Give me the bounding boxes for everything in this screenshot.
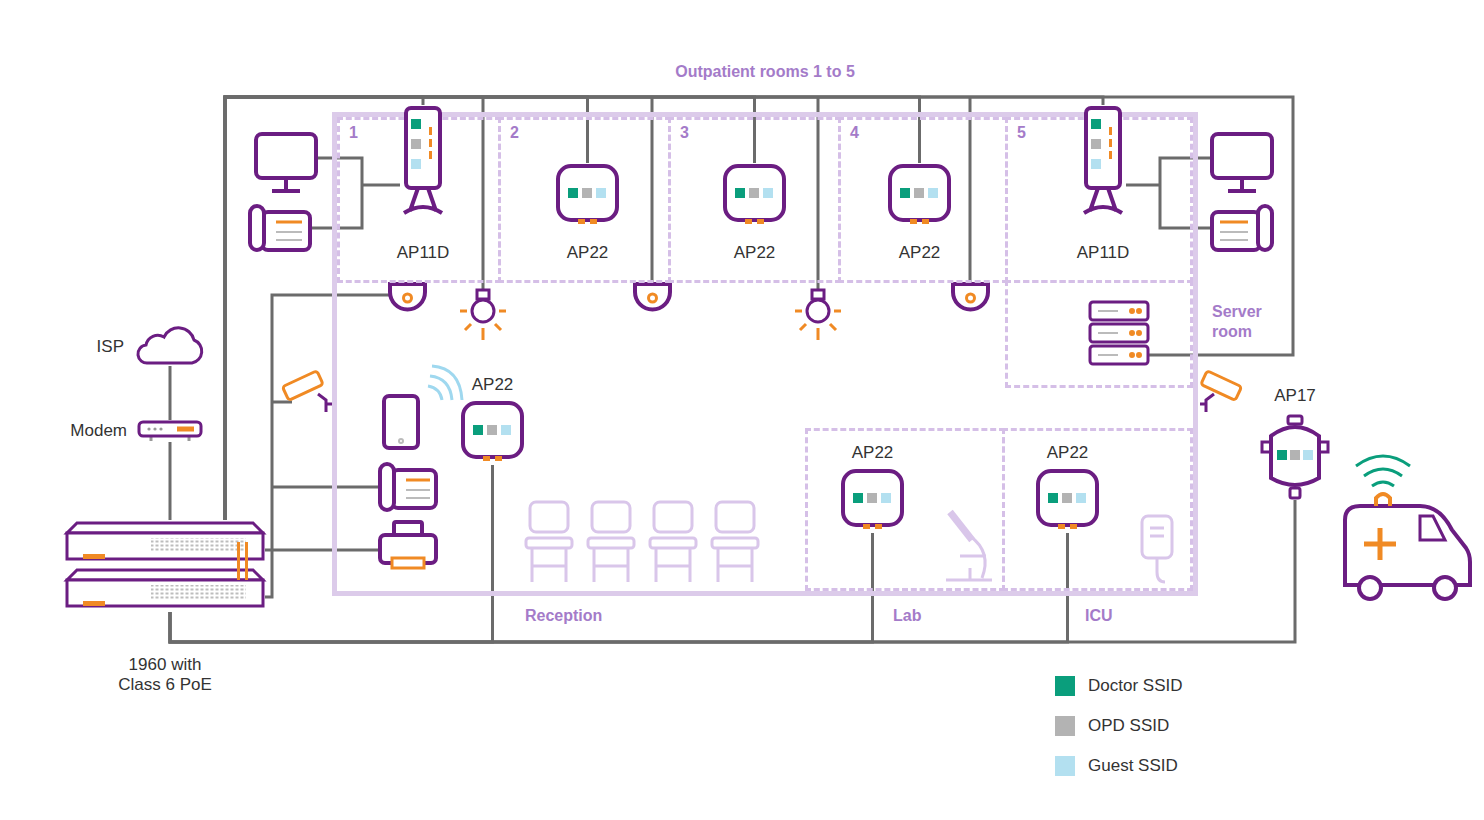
ap22-icon	[555, 163, 620, 228]
server-room: Server room	[1005, 280, 1193, 388]
outpatient-room: 3AP22	[668, 117, 841, 283]
access-point: AP11D	[1080, 105, 1126, 217]
wifi-waves	[428, 366, 462, 400]
legend-swatch	[1055, 716, 1075, 736]
network-cable	[225, 97, 920, 520]
floor-title: Outpatient rooms 1 to 5	[675, 62, 855, 82]
device-label: AP22	[1047, 443, 1089, 463]
access-point: AP11D	[400, 105, 446, 217]
device-label: AP11D	[1077, 243, 1130, 263]
cloud-icon	[134, 330, 206, 366]
access-point: AP22	[555, 163, 620, 228]
device-wires	[265, 97, 1212, 597]
reception-area: ReceptionAP22	[337, 283, 805, 591]
waiting-chairs	[526, 502, 758, 582]
lab-room: LabAP22	[805, 428, 1005, 591]
legend-label: Guest SSID	[1088, 755, 1178, 777]
access-point: AP22	[840, 468, 905, 533]
isp-cloud: ISP	[134, 330, 206, 366]
room-number: 5	[1017, 123, 1026, 143]
network-cable	[225, 97, 423, 520]
legend-label: OPD SSID	[1088, 715, 1169, 737]
ap22-icon	[1035, 468, 1100, 533]
device-label: AP22	[899, 243, 941, 263]
device-label: AP17	[1274, 386, 1316, 406]
network-cable	[170, 500, 1295, 642]
network-cable	[225, 97, 1293, 520]
device-label: AP22	[567, 243, 609, 263]
area-label: Reception	[525, 606, 602, 626]
network-cable	[170, 533, 1068, 642]
area-label: Server room	[1212, 302, 1284, 342]
legend-swatch	[1055, 676, 1075, 696]
outpatient-room: 4AP22	[838, 117, 1008, 283]
icu-room: ICUAP22	[1002, 428, 1193, 591]
outdoor-access-point: AP17	[1255, 412, 1335, 500]
building-floor: Outpatient rooms 1 to 51AP11D2AP223AP224…	[332, 112, 1198, 596]
ap17-icon	[1255, 412, 1335, 500]
network-cable	[169, 442, 172, 520]
ap11d-icon	[400, 105, 446, 217]
outpatient-room: 1AP11D	[337, 117, 501, 283]
network-cable	[225, 97, 1103, 520]
room-number: 4	[850, 123, 859, 143]
region-outline	[805, 428, 1005, 591]
access-point: AP22	[887, 163, 952, 228]
network-cable	[170, 533, 873, 642]
network-cable	[225, 97, 588, 520]
poe-switch: 1960 with Class 6 PoE	[65, 520, 265, 612]
network-cable	[225, 97, 755, 520]
room-number: 1	[349, 123, 358, 143]
ap11d-icon	[1080, 105, 1126, 217]
ap22-icon	[840, 468, 905, 533]
access-point: AP22	[1035, 468, 1100, 533]
equipment-icons	[250, 134, 1470, 599]
device-label: AP22	[852, 443, 894, 463]
modem: Modem	[137, 420, 203, 442]
access-point: AP22	[460, 400, 525, 465]
wifi-waves	[1356, 456, 1410, 486]
legend-label: Doctor SSID	[1088, 675, 1182, 697]
access-point: AP22	[722, 163, 787, 228]
device-label: AP22	[472, 375, 514, 395]
area-label: Lab	[893, 606, 921, 626]
device-label: AP22	[734, 243, 776, 263]
legend-swatch	[1055, 756, 1075, 776]
modem-icon	[137, 420, 203, 442]
area-label: ICU	[1085, 606, 1113, 626]
network-cable	[169, 366, 172, 420]
ap22-icon	[887, 163, 952, 228]
ap22-icon	[460, 400, 525, 465]
detail-lines	[276, 232, 1248, 498]
outpatient-room: 5AP11D	[1005, 117, 1193, 283]
accent-marks	[276, 222, 1396, 568]
device-label: AP11D	[397, 243, 450, 263]
room-number: 2	[510, 123, 519, 143]
switch-icon	[65, 520, 265, 612]
region-outline	[1005, 280, 1193, 388]
room-number: 3	[680, 123, 689, 143]
outpatient-room: 2AP22	[498, 117, 671, 283]
device-label: Modem	[70, 421, 127, 441]
device-label: ISP	[97, 337, 124, 357]
ap22-icon	[722, 163, 787, 228]
device-label: 1960 with Class 6 PoE	[115, 655, 215, 695]
